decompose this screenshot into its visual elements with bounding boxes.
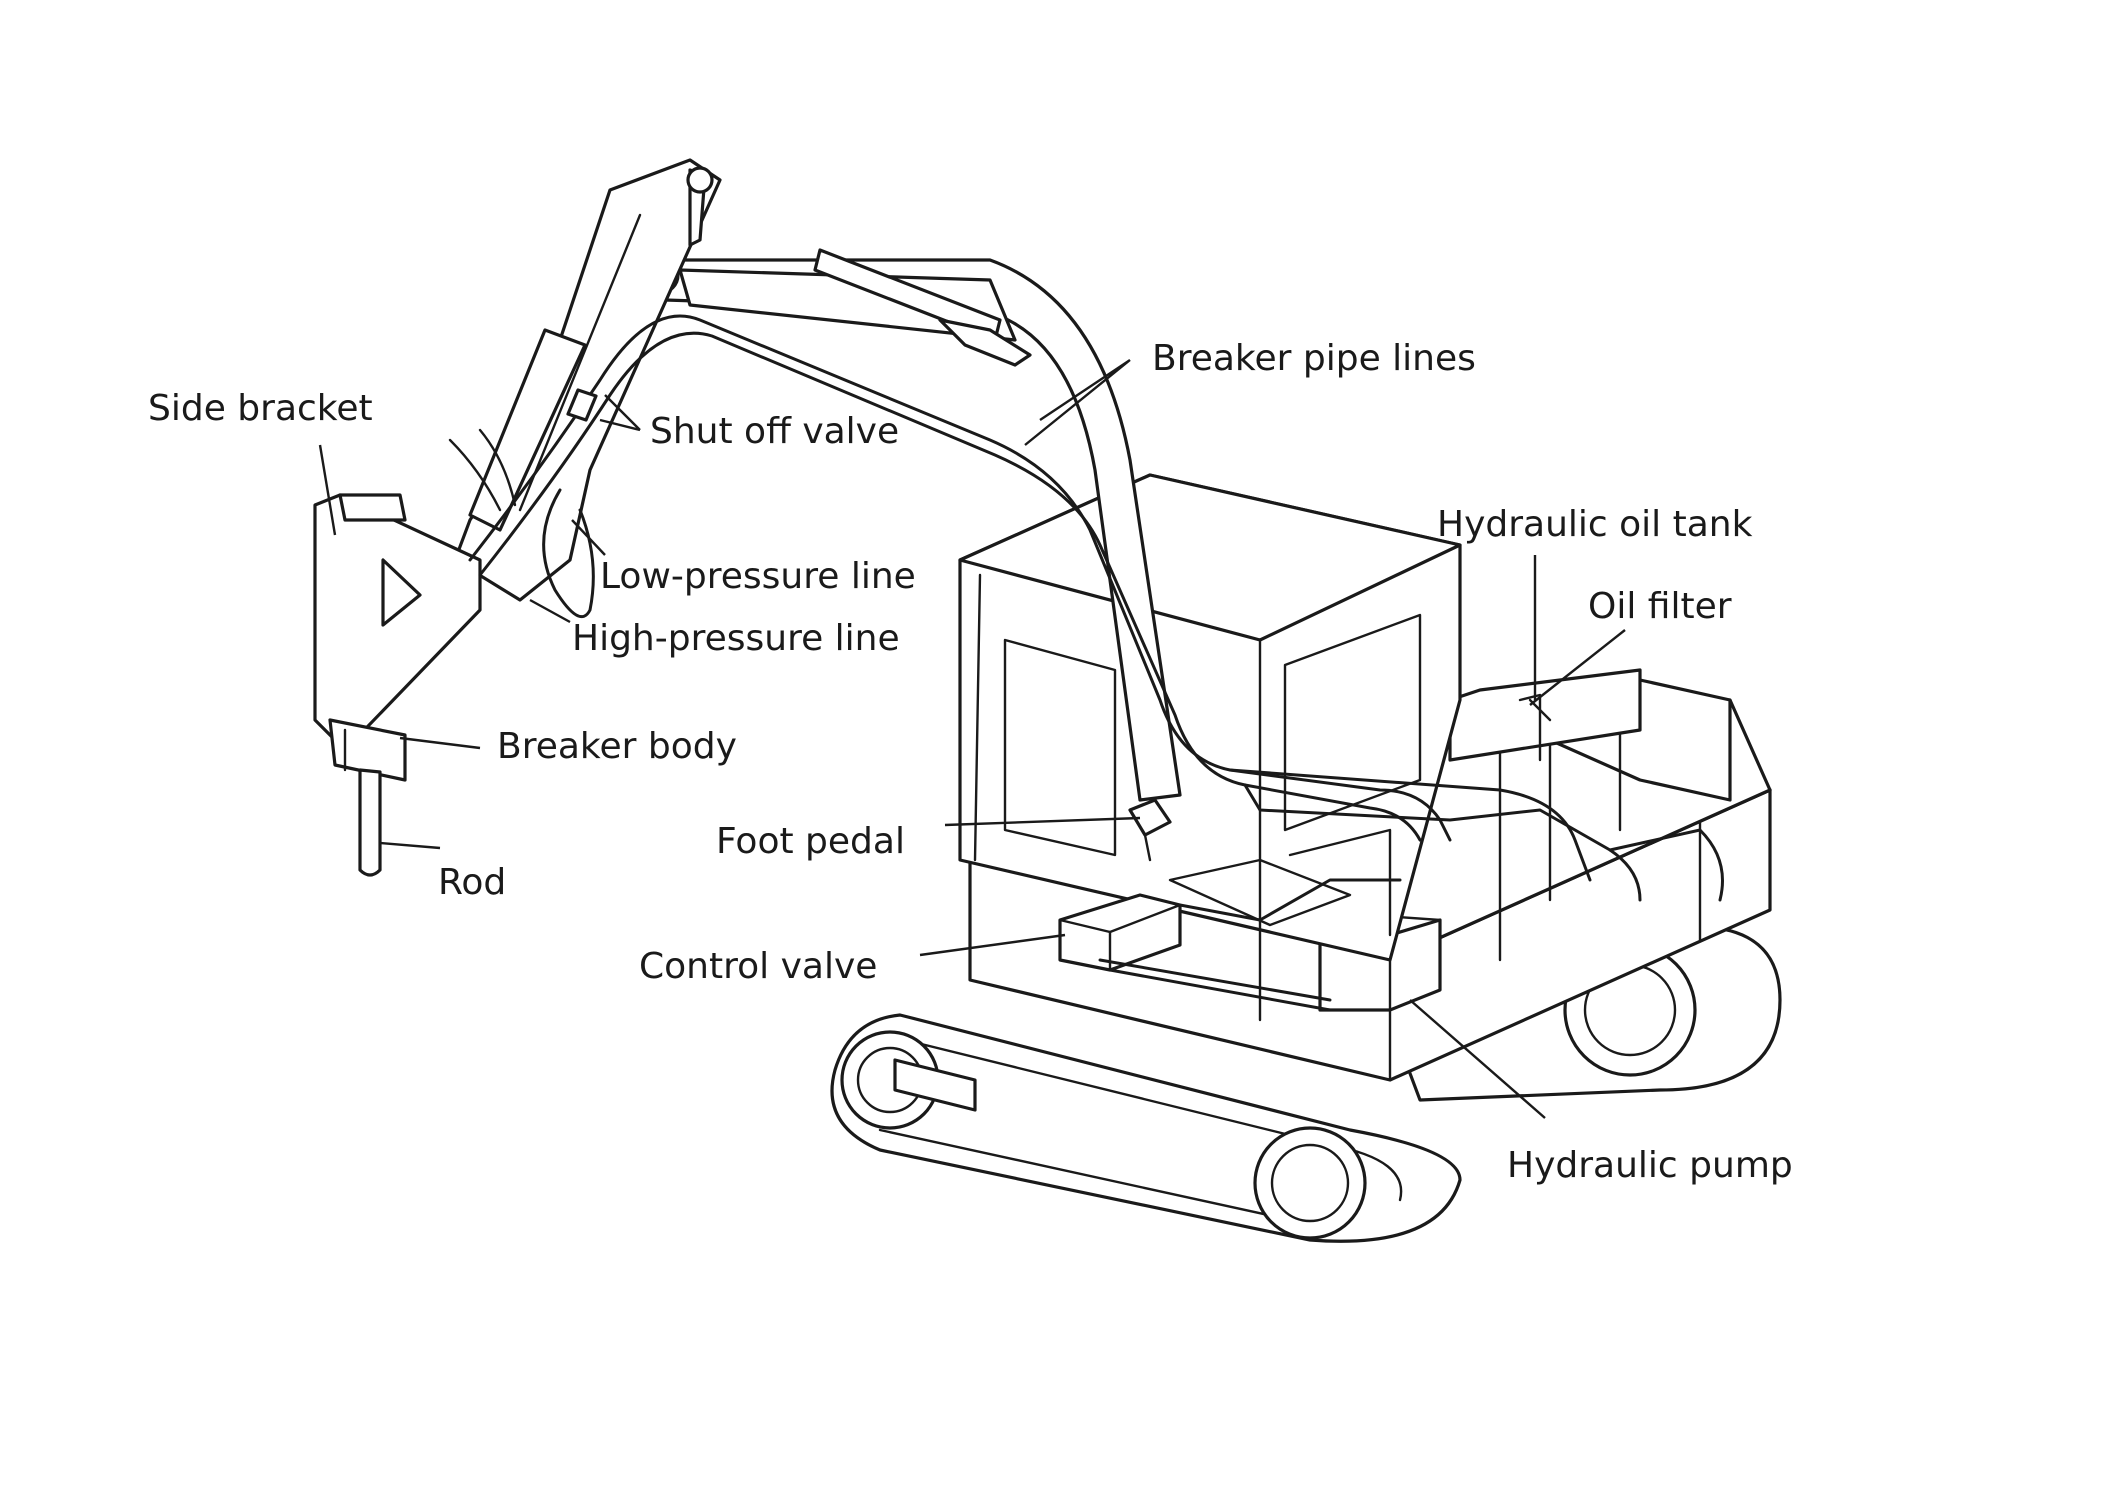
leader-shut-off-valve	[599, 394, 641, 432]
front-track	[830, 1013, 1462, 1243]
leader-low-pressure-line	[571, 519, 606, 556]
leader-control-valve	[919, 933, 1066, 957]
label-rod: Rod	[438, 862, 506, 903]
label-high-pressure-line: High-pressure line	[572, 618, 900, 659]
operator-cab	[958, 473, 1462, 1022]
leader-rod	[379, 841, 441, 850]
control-valve	[1058, 893, 1182, 972]
label-oil-filter: Oil filter	[1588, 586, 1732, 627]
rear-track	[1388, 924, 1782, 1102]
leader-side-bracket	[318, 444, 337, 536]
label-foot-pedal: Foot pedal	[716, 821, 905, 862]
leader-oil-filter	[1529, 629, 1626, 706]
label-hydraulic-pump: Hydraulic pump	[1507, 1145, 1793, 1186]
label-control-valve: Control valve	[639, 946, 877, 987]
leader-lines	[318, 359, 1626, 1119]
leader-foot-pedal	[944, 816, 1141, 827]
label-side-bracket: Side bracket	[148, 388, 373, 429]
leader-hydraulic-pump	[1409, 999, 1546, 1119]
breaker	[313, 493, 482, 877]
label-shut-off-valve: Shut off valve	[650, 411, 899, 452]
leader-breaker-body	[399, 736, 481, 750]
label-hydraulic-oil-tank: Hydraulic oil tank	[1437, 504, 1753, 545]
boom	[640, 248, 1182, 802]
leader-breaker-pipe-lines	[1024, 359, 1131, 446]
label-breaker-pipe-lines: Breaker pipe lines	[1152, 338, 1476, 379]
label-low-pressure-line: Low-pressure line	[600, 556, 916, 597]
foot-pedal	[1128, 798, 1172, 862]
leader-high-pressure-line	[529, 598, 571, 624]
label-breaker-body: Breaker body	[497, 726, 737, 767]
breaker-pipe-lines	[468, 314, 1724, 1012]
